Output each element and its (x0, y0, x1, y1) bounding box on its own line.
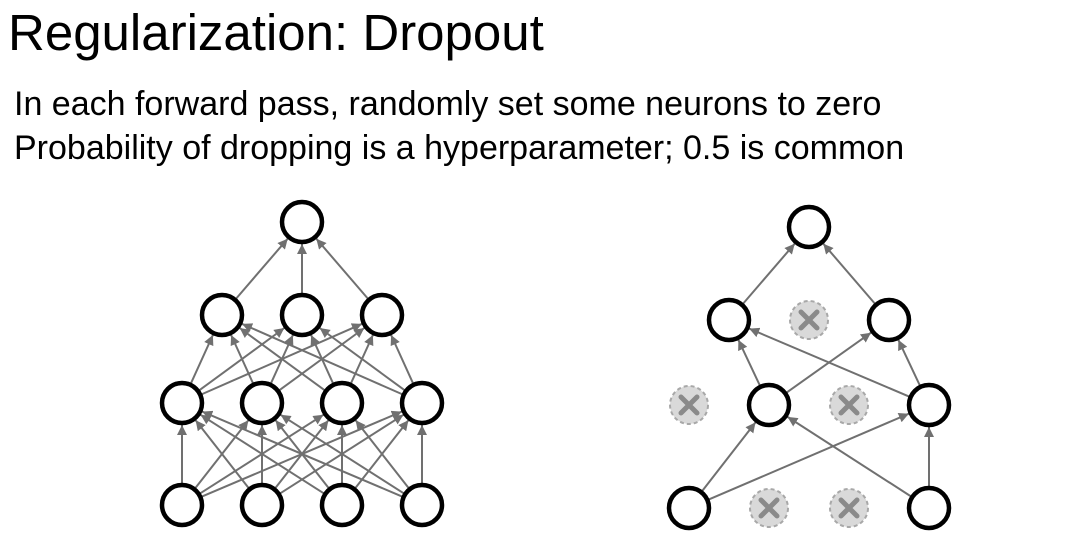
neuron (399, 482, 445, 528)
neuron (786, 204, 832, 250)
connection-edge (234, 238, 289, 300)
neuron (746, 382, 792, 428)
connection-edge (748, 327, 911, 398)
neuron (359, 292, 405, 338)
neuron (866, 297, 912, 343)
connection-edge (786, 416, 912, 498)
connection-edge (315, 238, 370, 300)
connection-edge (319, 327, 406, 392)
neuron (319, 482, 365, 528)
neuron (279, 199, 325, 245)
neuron (706, 297, 752, 343)
connection-edge (707, 412, 910, 501)
drop-x-icon (838, 497, 860, 519)
drop-x-icon (678, 394, 700, 416)
neuron (199, 292, 245, 338)
neuron (239, 380, 285, 426)
connection-edge (194, 419, 250, 490)
neuron (159, 380, 205, 426)
connection-edge (280, 413, 405, 495)
connection-edge (230, 334, 255, 385)
neuron (906, 485, 952, 531)
connection-edge (701, 421, 757, 493)
connection-edge (390, 334, 415, 385)
bullet-drop-probability: Probability of dropping is a hyperparame… (14, 129, 905, 167)
bullet-forward-pass: In each forward pass, randomly set some … (14, 85, 882, 123)
neuron (399, 380, 445, 426)
connection-edge (200, 413, 325, 495)
neuron (319, 380, 365, 426)
connection-edge (239, 327, 326, 392)
connection-edge (354, 419, 410, 490)
connection-edge (201, 410, 404, 498)
connection-edge (737, 339, 762, 387)
neuron (906, 382, 952, 428)
full-network (159, 199, 445, 528)
neuron (239, 482, 285, 528)
slide-title: Regularization: Dropout (8, 4, 544, 61)
dropout-network (666, 204, 952, 531)
drop-x-icon (838, 394, 860, 416)
connection-edge (822, 243, 877, 305)
drop-x-icon (798, 309, 820, 331)
connection-edge (897, 339, 922, 387)
connection-edge (741, 243, 796, 305)
neuron (279, 292, 325, 338)
connection-edge (241, 322, 404, 396)
neuron (666, 485, 712, 531)
neuron (159, 482, 205, 528)
connection-edge (189, 334, 214, 385)
drop-x-icon (758, 497, 780, 519)
